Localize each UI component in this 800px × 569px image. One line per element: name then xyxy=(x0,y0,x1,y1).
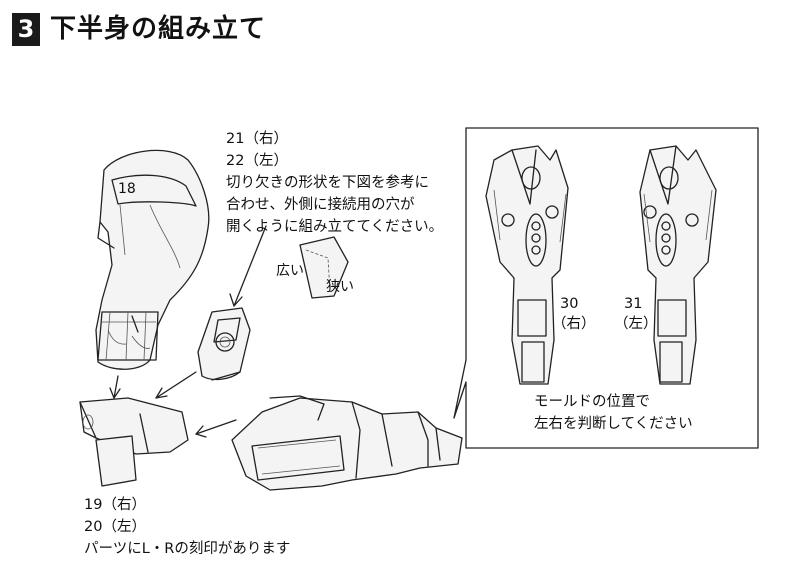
wide-label: 広い xyxy=(276,263,304,279)
part-18-label: 18 xyxy=(118,181,136,197)
mold-note: モールドの位置で 左右を判断してください xyxy=(534,391,693,435)
part-30-number: 30 xyxy=(560,296,579,312)
part-30-drawing xyxy=(485,145,569,385)
part-31-drawing xyxy=(639,145,717,385)
part-19-right-label: 19（右） xyxy=(84,497,146,513)
part-21-22-label: 21（右） 22（左） xyxy=(226,128,288,172)
mold-note-line-2: 左右を判断してください xyxy=(534,416,693,432)
notch-instruction-line-3: 開くように組み立ててください。 xyxy=(226,219,444,235)
notch-detail-drawing xyxy=(299,236,349,299)
assembly-arrows xyxy=(109,225,267,438)
notch-instruction-line-2: 合わせ、外側に接続用の穴が xyxy=(226,197,415,213)
step-number-badge: 3 xyxy=(12,13,40,46)
notch-instruction-text: 切り欠きの形状を下図を参考に 合わせ、外側に接続用の穴が 開くように組み立ててく… xyxy=(226,172,443,238)
narrow-label: 狭い xyxy=(326,279,354,295)
part-19-20-label: 19（右） 20（左） パーツにL・Rの刻印があります xyxy=(84,494,290,560)
notch-instruction-line-1: 切り欠きの形状を下図を参考に xyxy=(226,175,429,191)
part-30-side: （右） xyxy=(552,316,596,332)
part-22-left-label: 22（左） xyxy=(226,153,288,169)
callout-frame xyxy=(453,127,759,449)
part-31-number: 31 xyxy=(624,296,643,312)
lower-leg-drawing xyxy=(231,395,463,491)
page-title: 下半身の組み立て xyxy=(50,14,267,44)
part-21-22-drawing xyxy=(197,307,251,381)
part-20-left-label: 20（左） xyxy=(84,519,146,535)
part-21-right-label: 21（右） xyxy=(226,131,288,147)
part-19-20-drawing xyxy=(79,397,189,487)
mold-note-line-1: モールドの位置で xyxy=(534,394,650,410)
part-31-side: （左） xyxy=(614,316,658,332)
lr-mark-note: パーツにL・Rの刻印があります xyxy=(84,541,291,557)
part-18-thigh-drawing xyxy=(95,149,210,370)
